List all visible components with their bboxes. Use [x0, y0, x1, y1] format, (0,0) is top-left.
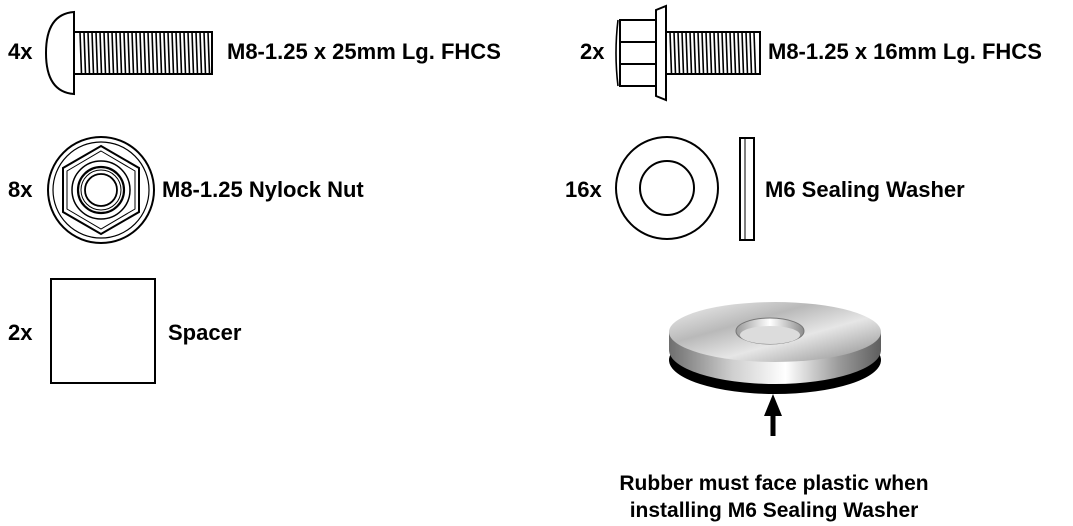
callout-line-1: Rubber must face plastic when	[619, 472, 929, 495]
qty-button-screw: 4x	[8, 39, 33, 64]
spacer-icon	[50, 278, 156, 384]
qty-spacer: 2x	[8, 320, 33, 345]
sealing-washer-3d-icon	[669, 302, 881, 436]
qty-sealing-washer: 16x	[565, 177, 602, 202]
label-nylock-nut: M8-1.25 Nylock Nut	[162, 177, 364, 202]
label-flange-bolt: M8-1.25 x 16mm Lg. FHCS	[768, 39, 1042, 64]
callout-line-2: installing M6 Sealing Washer	[629, 499, 919, 522]
sealing-washer-icon	[615, 136, 755, 241]
qty-flange-bolt: 2x	[580, 39, 605, 64]
callout-note: Rubber must face plastic when installing…	[574, 470, 974, 524]
button-head-screw-icon	[44, 10, 213, 96]
label-sealing-washer: M6 Sealing Washer	[765, 177, 965, 202]
flange-hex-bolt-icon	[615, 4, 761, 102]
label-button-screw: M8-1.25 x 25mm Lg. FHCS	[227, 39, 501, 64]
qty-nylock-nut: 8x	[8, 177, 33, 202]
label-spacer: Spacer	[168, 320, 242, 345]
nylock-nut-icon	[47, 136, 155, 244]
